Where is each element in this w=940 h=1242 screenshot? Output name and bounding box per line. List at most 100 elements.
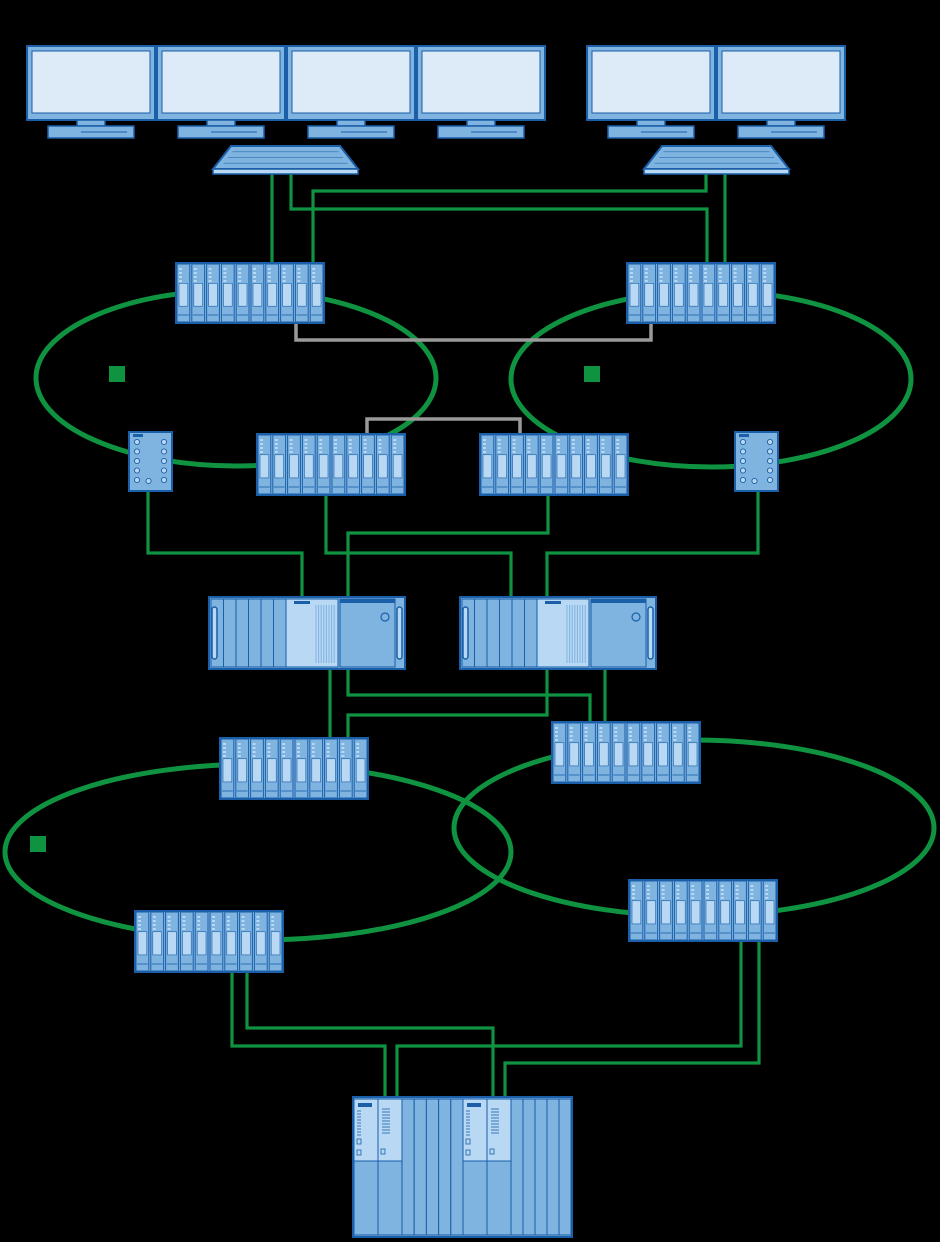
switch-slot xyxy=(194,911,209,972)
slot-led xyxy=(297,755,300,757)
slot-led xyxy=(748,268,752,270)
slot-led xyxy=(569,739,573,741)
slot-panel xyxy=(282,283,292,307)
power-icon xyxy=(380,612,390,622)
slot-panel xyxy=(615,454,626,479)
slot-led xyxy=(256,924,260,926)
slot-led xyxy=(718,268,722,270)
mid-left-to-server-right xyxy=(324,495,513,597)
access-module-left xyxy=(128,431,173,492)
slot-led xyxy=(238,280,242,282)
slot-led xyxy=(179,268,182,270)
slot-led xyxy=(238,272,242,274)
slot-led xyxy=(311,751,315,753)
slot-led xyxy=(326,755,330,757)
operator-monitor-1 xyxy=(26,45,156,139)
slot-led xyxy=(241,928,245,930)
slot-panel xyxy=(629,283,640,307)
slot-led xyxy=(152,924,156,926)
slot-led xyxy=(193,272,197,274)
slot-led xyxy=(319,447,323,449)
port-icon xyxy=(766,438,774,446)
server-cpu-label xyxy=(294,601,310,604)
switch-slot xyxy=(235,263,250,323)
server-slot xyxy=(511,598,525,668)
switch-slot xyxy=(220,263,235,323)
slot-led xyxy=(718,272,722,274)
slot-led xyxy=(689,280,693,282)
switch-slot xyxy=(338,738,353,799)
switch-slot xyxy=(539,434,554,495)
slot-panel xyxy=(311,758,321,783)
slot-panel xyxy=(274,454,284,479)
slot-led xyxy=(557,447,560,449)
slot-led xyxy=(763,268,767,270)
slot-panel xyxy=(718,283,728,307)
slot-led xyxy=(252,743,256,745)
port-icon xyxy=(133,438,141,446)
slot-panel xyxy=(252,283,263,307)
slot-led xyxy=(311,743,315,745)
terminal-switch-right xyxy=(626,262,776,324)
slot-panel xyxy=(252,758,262,783)
slot-led xyxy=(630,280,633,282)
slot-led xyxy=(282,280,286,282)
slot-panel xyxy=(223,283,233,307)
slot-led xyxy=(282,272,286,274)
ring-marker-icon xyxy=(109,366,125,382)
slot-led xyxy=(643,739,647,741)
slot-led xyxy=(341,747,345,749)
slot-led xyxy=(212,916,215,918)
slot-led xyxy=(646,897,650,899)
slot-panel xyxy=(497,454,507,479)
slot-led xyxy=(527,443,531,445)
slot-panel xyxy=(571,454,581,479)
interface-lower xyxy=(377,1160,403,1236)
mid-right-to-server-left xyxy=(346,495,550,597)
slot-led xyxy=(497,443,501,445)
slot-led xyxy=(691,897,695,899)
slot-led xyxy=(557,451,560,453)
keyboard-front xyxy=(643,168,790,175)
slot-panel xyxy=(237,758,247,783)
server-cpu-label xyxy=(545,601,561,604)
slot-led xyxy=(348,447,352,449)
slot-led xyxy=(720,897,724,899)
slot-led xyxy=(326,751,330,753)
slot-led xyxy=(689,272,693,274)
slot-led xyxy=(630,276,633,278)
switch-slot xyxy=(361,434,375,495)
slot-led xyxy=(646,889,650,891)
server-slot xyxy=(486,598,500,668)
slot-led xyxy=(256,916,260,918)
slot-led xyxy=(748,272,752,274)
port-icon xyxy=(160,467,168,474)
port-icon xyxy=(160,457,168,465)
interface-lower xyxy=(486,1160,512,1236)
switch-slot xyxy=(701,263,716,323)
slot-led xyxy=(599,735,603,737)
slot-led xyxy=(282,755,286,757)
slot-panel xyxy=(341,758,351,783)
slot-led xyxy=(241,924,245,926)
slot-panel xyxy=(256,931,266,956)
slot-led xyxy=(253,276,256,278)
switch-slot xyxy=(316,434,331,495)
switch-slot xyxy=(301,434,316,495)
slot-led xyxy=(238,276,242,278)
slot-led xyxy=(378,443,382,445)
slot-led xyxy=(312,268,316,270)
slot-led xyxy=(691,893,695,895)
slot-led xyxy=(152,916,156,918)
redundant-controller xyxy=(352,1096,573,1238)
switch-slot xyxy=(747,880,762,941)
slot-led xyxy=(542,447,546,449)
slot-panel xyxy=(137,931,148,956)
slot-led xyxy=(282,743,286,745)
slot-led xyxy=(223,755,226,757)
slot-led xyxy=(632,897,635,899)
slot-led xyxy=(260,443,263,445)
slot-led xyxy=(735,885,739,887)
slot-panel xyxy=(659,283,669,307)
port-icon xyxy=(766,467,774,474)
